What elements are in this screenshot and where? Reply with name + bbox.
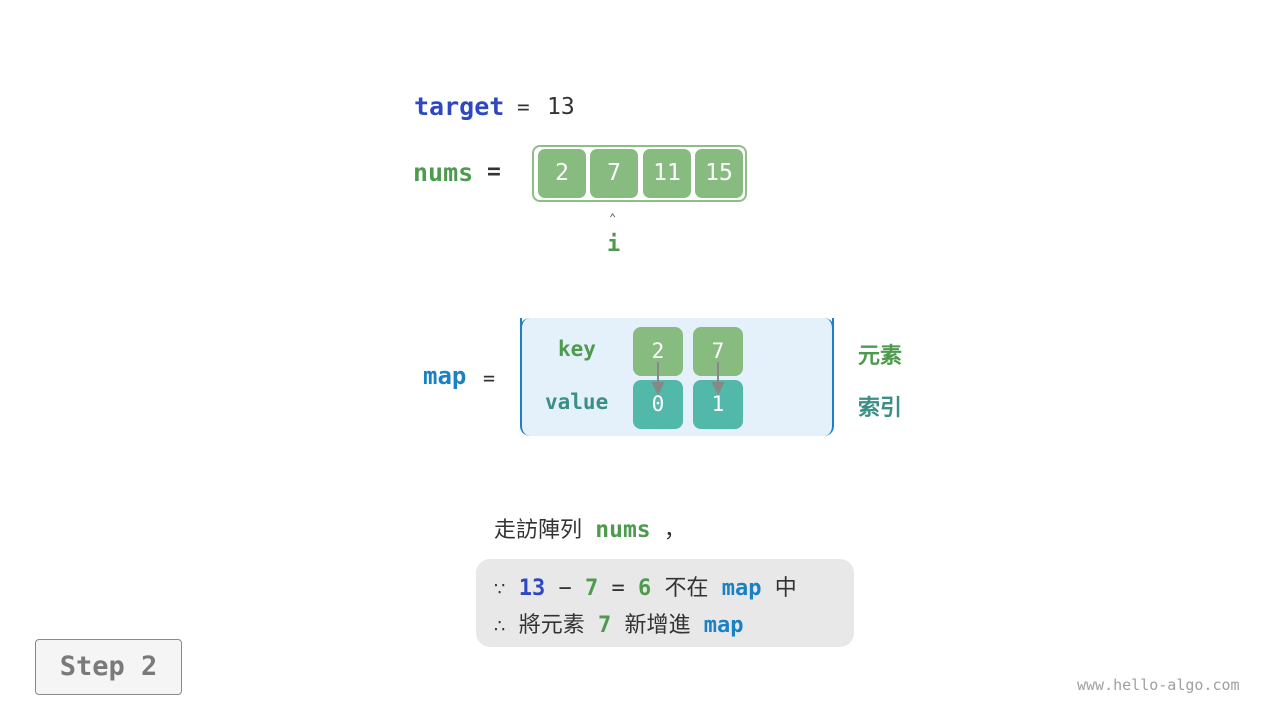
map-value-cell-0: 0	[633, 380, 683, 429]
nums-cell-3: 15	[695, 149, 743, 198]
description-comma: ，	[663, 518, 686, 543]
explanation-in: 中	[774, 576, 797, 601]
explanation-add-elem: 7	[597, 613, 612, 638]
target-value: 13	[547, 94, 575, 120]
nums-cell-1: 7	[590, 149, 638, 198]
explanation-target: 13	[518, 576, 546, 601]
explanation-not-in: 不在	[664, 576, 709, 601]
watermark: www.hello-algo.com	[1077, 676, 1240, 694]
therefore-symbol: ∴	[494, 616, 506, 637]
explanation-line-because: ∵ 13 − 7 = 6 不在 map 中	[494, 570, 797, 602]
index-label: 索引	[858, 396, 903, 421]
nums-array-frame	[532, 145, 747, 202]
explanation-add-map: map	[703, 613, 744, 638]
description-line-1: 走訪陣列 nums ，	[494, 512, 686, 544]
step-badge: Step 2	[35, 639, 182, 695]
nums-keyword: nums	[413, 158, 474, 187]
nums-cell-2: 11	[643, 149, 691, 198]
explanation-minus: −	[558, 576, 572, 601]
nums-cell-0: 2	[538, 149, 586, 198]
explanation-equals: =	[611, 576, 625, 601]
map-key-label: key	[558, 337, 596, 361]
nums-equals: =	[487, 159, 501, 185]
map-value-label: value	[545, 390, 609, 414]
explanation-added: 新增進	[624, 613, 691, 638]
pointer-label: i	[607, 232, 621, 257]
map-key-cell-0: 2	[633, 327, 683, 376]
map-equals: =	[483, 366, 496, 390]
element-label: 元素	[858, 344, 903, 369]
explanation-diff: 6	[637, 576, 652, 601]
map-keyword: map	[423, 362, 467, 390]
explanation-box	[476, 559, 854, 647]
description-nums: nums	[595, 517, 651, 543]
map-value-cell-1: 1	[693, 380, 743, 429]
description-text: 走訪陣列	[494, 518, 583, 543]
explanation-line-therefore: ∴ 將元素 7 新增進 map	[494, 607, 743, 639]
because-symbol: ∵	[494, 579, 506, 600]
pointer-arrow-icon: ⌃	[609, 211, 617, 225]
explanation-elem: 7	[584, 576, 599, 601]
target-equals: =	[517, 95, 530, 119]
explanation-add: 將元素	[518, 613, 585, 638]
explanation-map: map	[721, 576, 762, 601]
target-keyword: target	[414, 92, 505, 121]
map-key-cell-1: 7	[693, 327, 743, 376]
